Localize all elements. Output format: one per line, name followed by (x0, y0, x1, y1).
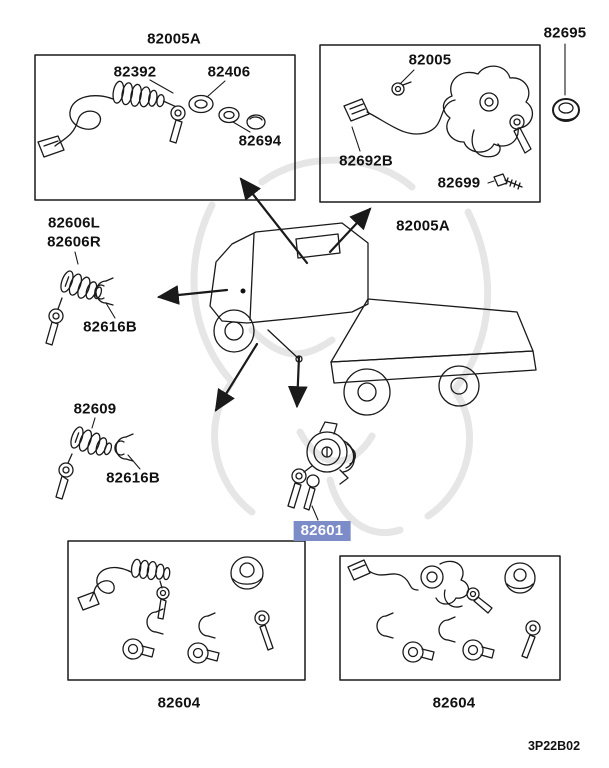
door-lock-drawing (45, 270, 114, 346)
box-key-set-left (67, 540, 306, 681)
part-label-82606l[interactable]: 82606L (47, 214, 101, 232)
back-door-lock-drawing (55, 426, 134, 500)
part-label-82699[interactable]: 82699 (437, 174, 481, 192)
truck-drawing (209, 222, 537, 416)
box-key-set-right (339, 555, 561, 681)
part-label-82601-selected[interactable]: 82601 (293, 521, 351, 541)
part-label-82692b[interactable]: 82692B (339, 152, 393, 170)
part-label-82609[interactable]: 82609 (73, 400, 117, 418)
key-set-right-drawing (347, 559, 541, 663)
part-label-82604-right[interactable]: 82604 (432, 694, 476, 712)
part-label-82616b-lower[interactable]: 82616B (106, 469, 160, 487)
bolt-drawing (493, 173, 523, 190)
grommet-drawing (552, 98, 580, 122)
pointer-arrows (156, 177, 372, 412)
part-label-82392[interactable]: 82392 (113, 63, 157, 81)
part-label-82606r[interactable]: 82606R (47, 233, 101, 251)
part-label-82005[interactable]: 82005 (408, 51, 452, 69)
part-label-82694[interactable]: 82694 (238, 132, 282, 150)
part-label-82005a-top[interactable]: 82005A (147, 30, 201, 48)
ignition-cylinder-drawing (287, 421, 357, 511)
part-label-82695[interactable]: 82695 (543, 24, 587, 42)
leader-lines (74, 43, 566, 521)
washer-rings-drawing (188, 94, 266, 130)
box-82005-group (319, 44, 541, 203)
part-label-82005a-right[interactable]: 82005A (396, 217, 450, 235)
box-82005a-group (34, 54, 296, 201)
ignition-switch-cable-drawing (37, 80, 186, 158)
watermark (190, 156, 492, 537)
part-label-82604-left[interactable]: 82604 (157, 694, 201, 712)
key-set-left-drawing (77, 556, 274, 664)
diagram-code: 3P22B02 (527, 739, 581, 753)
part-label-82406[interactable]: 82406 (207, 63, 251, 81)
steering-lock-drawing (343, 65, 534, 158)
part-label-82616b-upper[interactable]: 82616B (83, 318, 137, 336)
